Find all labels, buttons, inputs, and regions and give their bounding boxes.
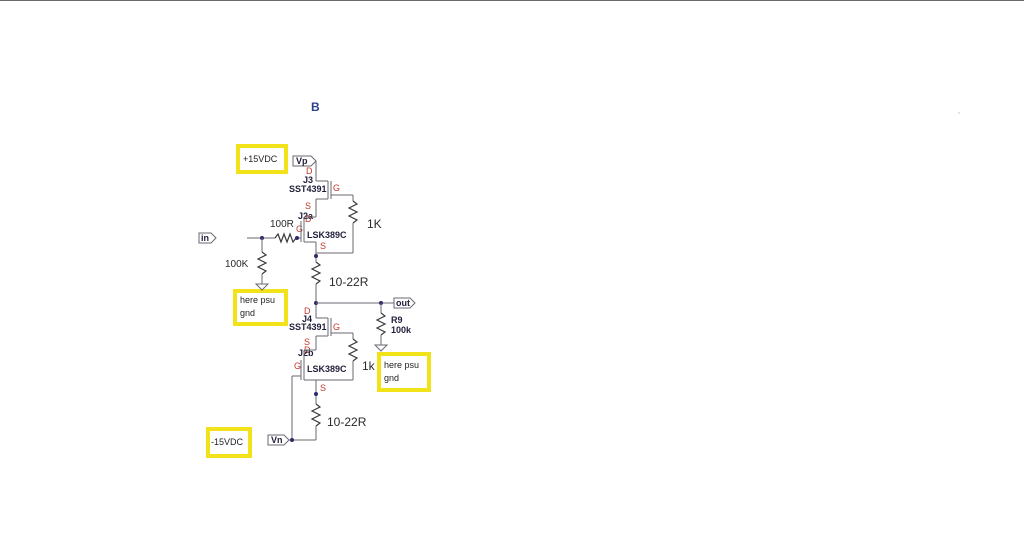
node-j2b-source [314,392,318,396]
port-out-shape [393,297,416,309]
node-j2a-source [314,254,318,258]
j2b-pin-s: S [304,337,310,347]
resistor-10-22r-bottom: 10-22R [292,403,367,441]
resistor-1k-top-label: 1K [367,217,382,231]
port-vp-label: Vp [296,156,308,166]
j4-part: SST4391 [289,322,327,332]
note-minus15-box [206,427,252,458]
ground-symbol-input [254,283,270,291]
resistor-1k-bottom: 1k [316,333,376,381]
resistor-100k-input: 100K [225,238,270,291]
port-in: in [198,232,217,244]
resistor-100k-zigzag [256,251,268,275]
resistor-100k-label: 100K [225,259,249,270]
note-gnd-input-line1: here psu [240,295,275,305]
resistor-r9: R9 100k [373,303,412,352]
resistor-r9-ref: R9 [391,315,403,325]
resistor-10-22r-top-zigzag [310,261,322,285]
port-out-label: out [396,298,410,308]
resistor-1k-top-zigzag [347,200,359,224]
j4-pin-d: D [304,306,311,316]
note-gnd-input: here psu gnd [233,289,288,326]
j2b-pin-g: G [294,361,301,371]
resistor-10-22r-bottom-zigzag [310,403,322,427]
resistor-100r-label: 100R [270,219,294,230]
j2a-pin-g: G [296,224,303,234]
j3-part: SST4391 [289,184,327,194]
note-gnd-output-line1: here psu [384,360,419,370]
j4-ref: J4 [302,314,312,324]
transistor-j2a: S J2a D G LSK389C S [296,201,347,259]
j3-ref: J3 [303,175,313,185]
j3-pin-d: D [306,166,313,176]
port-in-shape [198,232,217,244]
j3-pin-g: G [333,183,340,193]
resistor-100r-zigzag [274,232,297,244]
note-minus15-text: -15VDC [211,437,244,447]
port-vp-shape [292,155,317,167]
note-gnd-output-box [377,352,431,392]
resistor-1k-bottom-zigzag [347,338,359,362]
j2b-pin-s-lower: S [320,383,326,393]
port-vn-label: Vn [271,435,283,445]
resistor-1k-top: 1K [316,195,382,254]
transistor-j2b: S D J2b G LSK389C S [291,337,347,440]
note-minus15: -15VDC [206,427,252,458]
port-vn: Vn [267,434,294,446]
note-plus15-text: +15VDC [243,154,278,164]
note-gnd-output-line2: gnd [384,373,399,383]
resistor-10-22r-top: 10-22R [310,259,369,318]
resistor-1k-bottom-label: 1k [362,359,376,373]
j2a-pin-s: S [305,201,311,211]
note-gnd-output: here psu gnd [377,352,431,392]
figure-label: B [311,100,320,114]
note-plus15-box [236,144,288,174]
j2a-part: LSK389C [307,230,347,240]
port-in-label: in [201,233,209,243]
node-vn [290,438,294,442]
note-plus15: +15VDC [236,144,288,174]
j2a-pin-s-lower: S [320,241,326,251]
ground-symbol-output [373,344,389,352]
resistor-10-22r-top-label: 10-22R [329,275,369,289]
resistor-r9-value: 100k [391,325,412,335]
port-vn-shape [267,434,290,446]
resistor-10-22r-bottom-label: 10-22R [327,415,367,429]
node-gate-j2a [295,236,299,240]
resistor-r9-zigzag [375,312,387,336]
transistor-j4: D J4 SST4391 G [289,306,353,337]
j2a-ref: J2a [298,211,314,221]
port-out: out [393,297,416,309]
note-gnd-input-line2: gnd [240,308,255,318]
j4-pin-g: G [333,322,340,332]
port-vp: Vp [292,155,317,181]
j2a-pin-d: D [305,214,312,224]
j2b-ref: J2b [298,348,314,358]
transistor-j3: D J3 SST4391 G [289,166,353,200]
note-gnd-input-box [233,289,288,326]
j2b-part: LSK389C [307,364,347,374]
